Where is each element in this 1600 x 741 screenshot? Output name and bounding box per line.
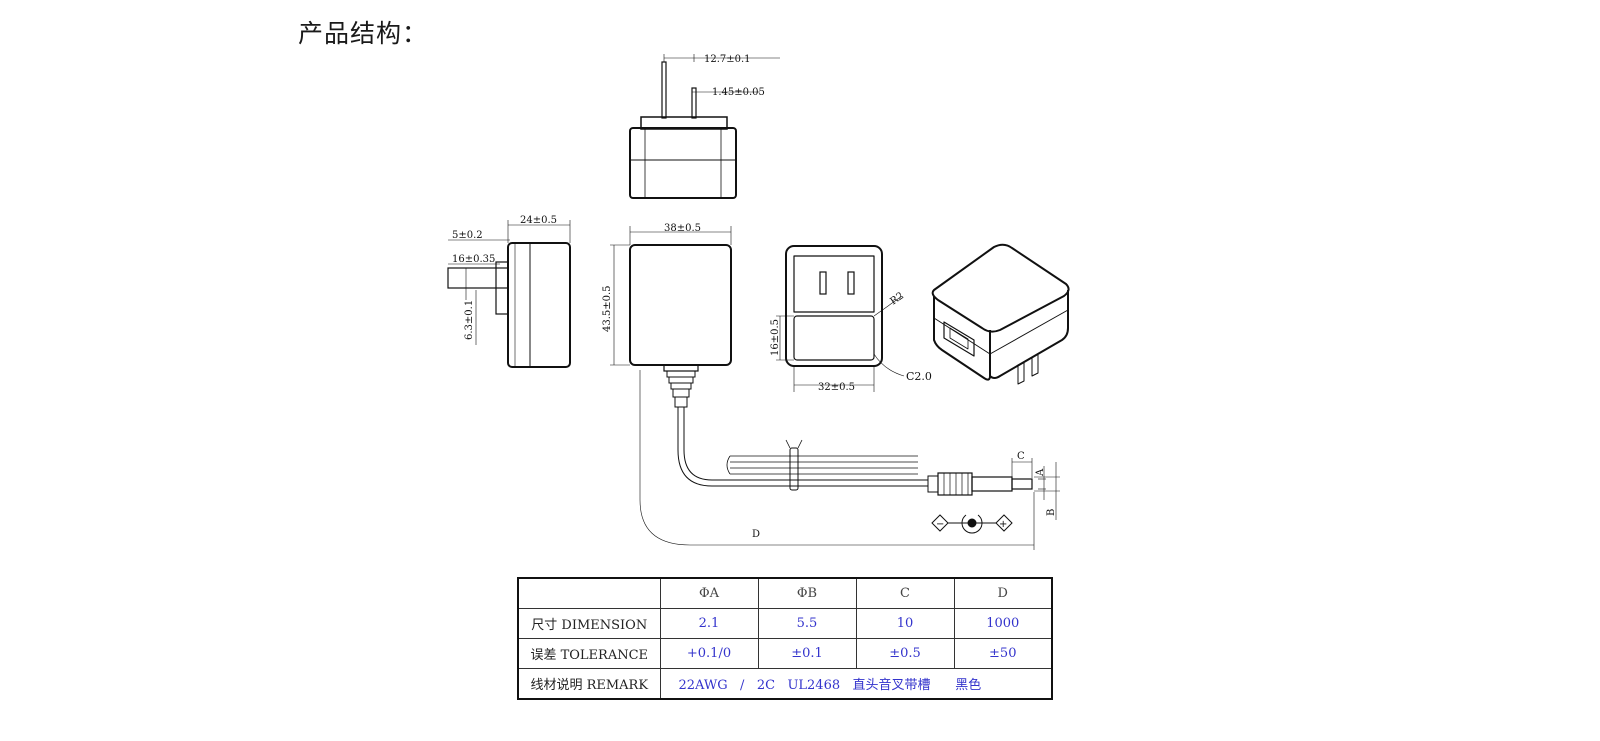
- row-label: 尺寸 DIMENSION: [517, 608, 661, 639]
- dim-connector-a: A: [1035, 468, 1046, 477]
- table-header-row: ΦA ΦB C D: [517, 577, 1053, 609]
- polarity-positive: +: [999, 519, 1007, 530]
- dim-pin-thickness: 1.45±0.05: [712, 87, 765, 98]
- back-view: [776, 245, 905, 392]
- isometric-view: [931, 243, 1070, 385]
- side-view: [447, 220, 571, 368]
- dim-connector-b: B: [1046, 509, 1057, 516]
- dim-side-pin-height: 6.3±0.1: [464, 300, 475, 340]
- table-cell: ±50: [953, 638, 1053, 669]
- dim-side-pin-length: 16±0.35: [452, 254, 495, 265]
- header-cell: [517, 577, 661, 609]
- row-label: 线材说明 REMARK: [517, 668, 661, 700]
- table-cell: ±0.1: [757, 638, 857, 669]
- specification-table: ΦA ΦB C D 尺寸 DIMENSION 2.1 5.5 10 1000 误…: [517, 577, 1053, 700]
- table-cell: 10: [855, 608, 955, 639]
- table-cell: ±0.5: [855, 638, 955, 669]
- remark-cell: 22AWG / 2C UL2468 直头音叉带槽 黑色: [659, 668, 1053, 700]
- header-cell: ΦA: [659, 577, 759, 609]
- dim-connector-c: C: [1017, 451, 1025, 462]
- dim-pin-spacing: 12.7±0.1: [704, 54, 751, 65]
- dim-back-window-height: 16±0.5: [770, 319, 781, 356]
- header-cell: ΦB: [757, 577, 857, 609]
- header-cell: D: [953, 577, 1053, 609]
- dim-side-pin-offset: 5±0.2: [452, 230, 483, 241]
- front-view: [610, 226, 1060, 550]
- dim-front-height: 43.5±0.5: [602, 285, 613, 332]
- header-cell: C: [855, 577, 955, 609]
- table-row: 尺寸 DIMENSION 2.1 5.5 10 1000: [517, 608, 1053, 639]
- polarity-negative: −: [936, 519, 944, 530]
- table-row: 误差 TOLERANCE +0.1/0 ±0.1 ±0.5 ±50: [517, 638, 1053, 669]
- dim-side-depth: 24±0.5: [520, 215, 557, 226]
- table-row-remark: 线材说明 REMARK 22AWG / 2C UL2468 直头音叉带槽 黑色: [517, 668, 1053, 700]
- table-cell: 1000: [953, 608, 1053, 639]
- dim-cable-length: D: [752, 529, 760, 540]
- section-heading: 产品结构：: [298, 19, 429, 48]
- polarity-symbol: [931, 514, 1013, 534]
- dim-back-radius: R2: [888, 290, 906, 307]
- table-cell: 5.5: [757, 608, 857, 639]
- dim-front-width: 38±0.5: [664, 223, 701, 234]
- dim-back-width: 32±0.5: [818, 382, 855, 393]
- top-view: [629, 54, 780, 199]
- dim-chamfer: C2.0: [906, 370, 932, 383]
- row-label: 误差 TOLERANCE: [517, 638, 661, 669]
- table-cell: 2.1: [659, 608, 759, 639]
- table-cell: +0.1/0: [659, 638, 759, 669]
